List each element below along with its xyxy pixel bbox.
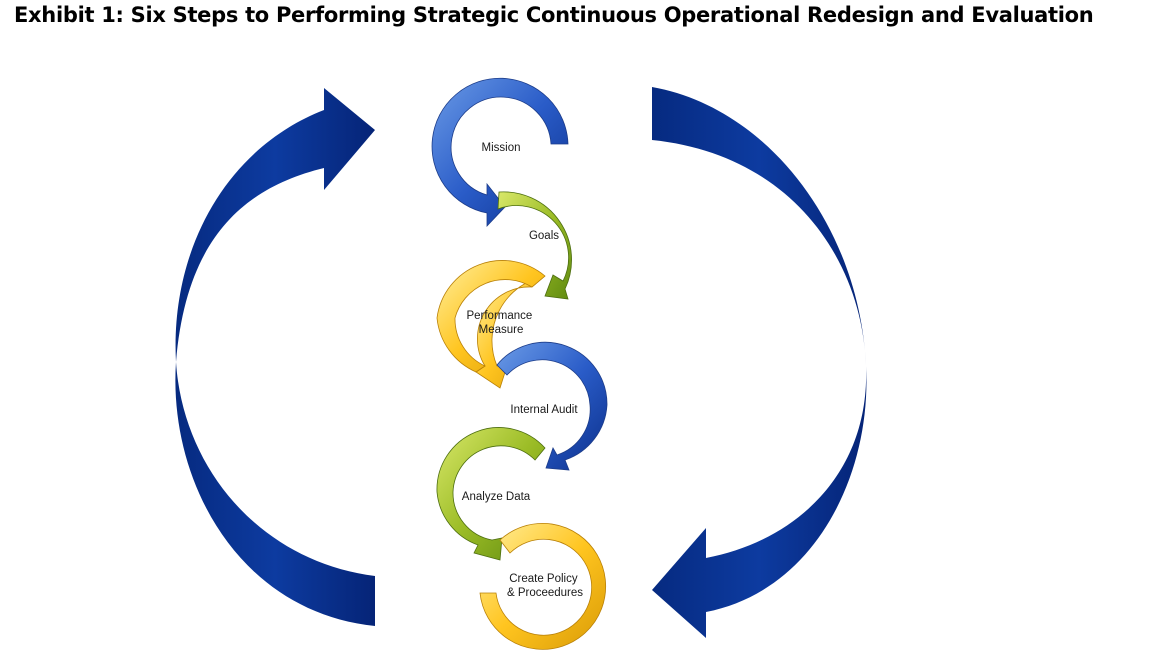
step-label-analyze-data: Analyze Data [462, 491, 531, 503]
step-arrow-performance-measure [436, 260, 546, 389]
page-title: Exhibit 1: Six Steps to Performing Strat… [14, 3, 1094, 27]
step-arrow-internal-audit [496, 341, 608, 471]
step-label-internal-audit: Internal Audit [510, 404, 578, 416]
step-arrow-create-policy [479, 522, 607, 650]
step-arrow-analyze-data [436, 427, 546, 561]
step-arrow-goals [497, 191, 572, 300]
step-label-create-policy: Create Policy & Proceedures [507, 573, 583, 599]
left-cycle-arrow [175, 88, 375, 626]
step-label-mission: Mission [482, 142, 521, 154]
step-label-goals: Goals [529, 230, 559, 242]
step-label-performance-measure: Performance Measure [466, 310, 535, 336]
right-cycle-arrow [652, 87, 867, 638]
step-arrow-mission [431, 77, 569, 228]
